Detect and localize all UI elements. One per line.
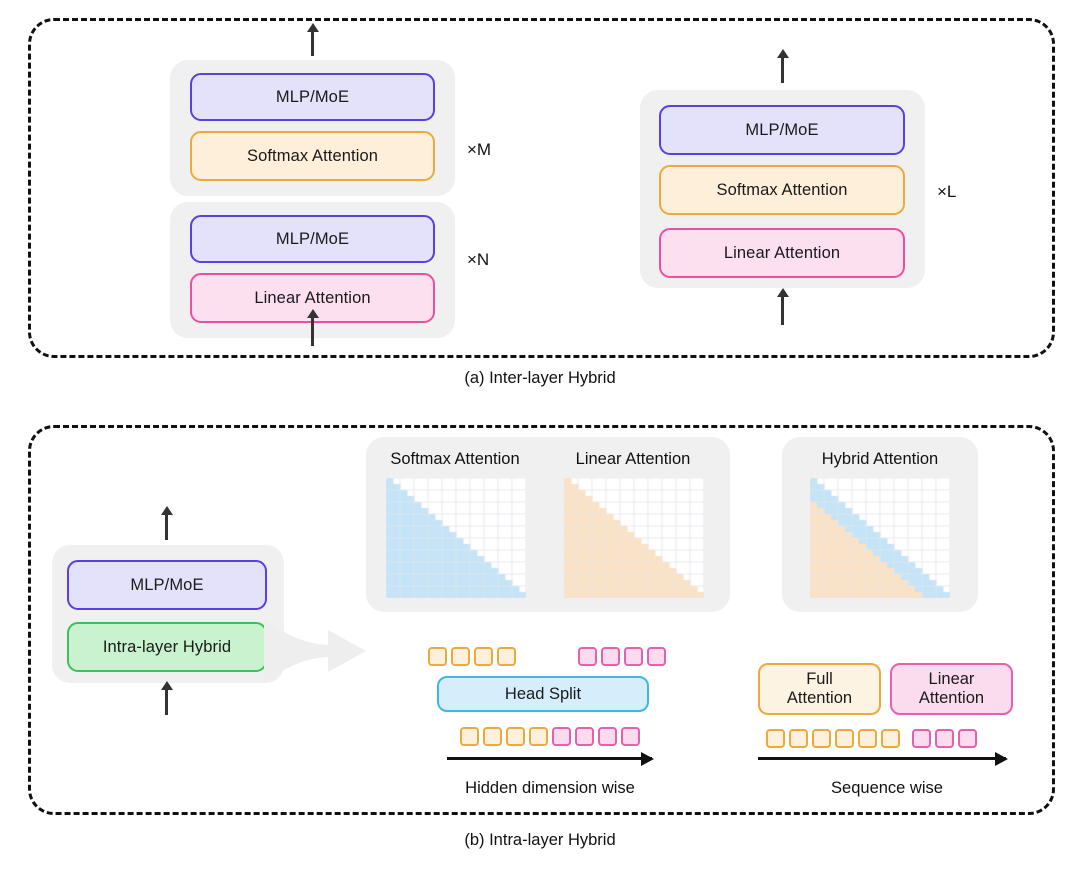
- repeat-label-m: ×M: [467, 140, 492, 159]
- token-square: [812, 729, 831, 748]
- panel-inter-layer-hybrid: [28, 18, 1055, 358]
- token-row-sequence-pink: [912, 729, 977, 748]
- token-square: [624, 647, 643, 666]
- block-intra-layer-hybrid: Intra-layer Hybrid: [67, 622, 267, 672]
- hidden-dim-axis-arrow: [447, 757, 652, 760]
- caption-panel-b: (b) Intra-layer Hybrid: [464, 831, 616, 849]
- block-linear-attention: Linear Attention: [659, 228, 905, 278]
- token-square: [958, 729, 977, 748]
- token-square: [766, 729, 785, 748]
- token-square: [789, 729, 808, 748]
- arrow-up-out-intra: [165, 515, 168, 540]
- block-mlp-moe: MLP/MoE: [659, 105, 905, 155]
- block-mlp-moe: MLP/MoE: [67, 560, 267, 610]
- head-split-pill: Head Split: [437, 676, 649, 712]
- matrix-title-linear: Linear Attention: [575, 450, 691, 468]
- repeat-label-n: ×N: [467, 250, 490, 269]
- matrix-title-hybrid: Hybrid Attention: [821, 450, 939, 468]
- token-square: [428, 647, 447, 666]
- token-square: [578, 647, 597, 666]
- callout-arrow-icon: [264, 620, 366, 682]
- sequence-axis-arrow: [758, 757, 1006, 760]
- sequence-axis-label: Sequence wise: [831, 779, 943, 797]
- token-square: [601, 647, 620, 666]
- token-square: [506, 727, 525, 746]
- repeat-label-l: ×L: [937, 182, 957, 201]
- token-square: [460, 727, 479, 746]
- arrow-up-in-right: [781, 297, 784, 325]
- arrow-up-in-intra: [165, 690, 168, 715]
- arrow-up-in-left: [311, 318, 314, 346]
- arrow-up-out-right: [781, 58, 784, 83]
- matrix-softmax-mask: [386, 478, 526, 598]
- token-square: [598, 727, 617, 746]
- block-mlp-moe: MLP/MoE: [190, 215, 435, 263]
- token-square: [451, 647, 470, 666]
- token-square: [621, 727, 640, 746]
- token-square: [858, 729, 877, 748]
- matrix-hybrid-mask: [810, 478, 950, 598]
- block-softmax-attention: Softmax Attention: [659, 165, 905, 215]
- token-square: [529, 727, 548, 746]
- panel-intra-layer-hybrid: [28, 425, 1055, 815]
- token-square: [912, 729, 931, 748]
- arrow-up-out-left: [311, 32, 314, 56]
- token-square: [881, 729, 900, 748]
- token-row-top-pink: [578, 647, 666, 666]
- block-mlp-moe: MLP/MoE: [190, 73, 435, 121]
- token-row-bottom-hidden: [460, 727, 640, 746]
- token-square: [483, 727, 502, 746]
- caption-panel-a: (a) Inter-layer Hybrid: [464, 369, 616, 387]
- token-square: [835, 729, 854, 748]
- token-square: [552, 727, 571, 746]
- token-row-top-orange: [428, 647, 516, 666]
- token-square: [935, 729, 954, 748]
- token-square: [474, 647, 493, 666]
- matrix-linear-mask: [564, 478, 704, 598]
- token-square: [647, 647, 666, 666]
- matrix-title-softmax: Softmax Attention: [390, 450, 520, 468]
- hidden-dim-axis-label: Hidden dimension wise: [465, 779, 635, 797]
- token-row-sequence-orange: [766, 729, 900, 748]
- token-square: [575, 727, 594, 746]
- block-softmax-attention: Softmax Attention: [190, 131, 435, 181]
- token-square: [497, 647, 516, 666]
